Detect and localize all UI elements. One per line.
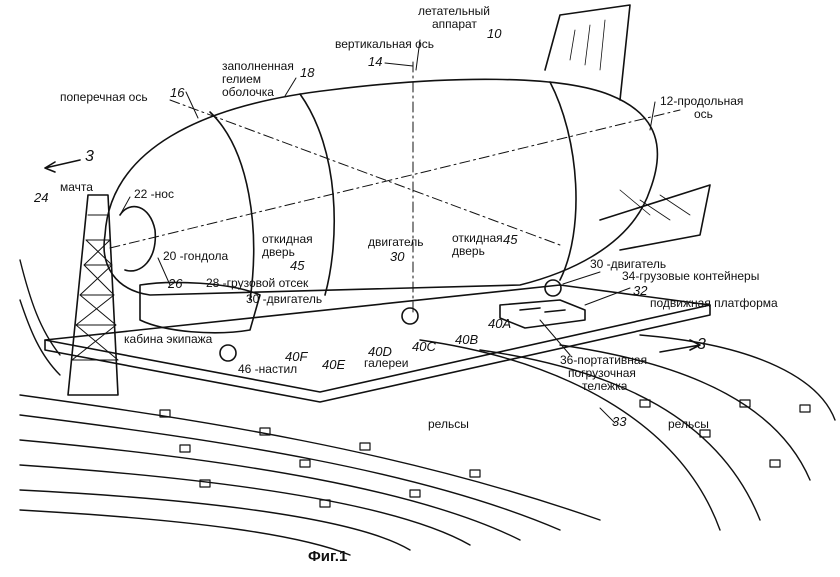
label-n40D: 40D — [368, 344, 392, 359]
section-arrow-1 — [44, 159, 81, 173]
label-engine-mid: двигатель — [368, 235, 424, 249]
envelope-section-line-1 — [209, 111, 255, 301]
label-trolley-line1: 36-портативная — [560, 353, 648, 367]
transverse-axis-line — [169, 99, 561, 246]
label-n40B: 40B — [455, 332, 479, 347]
label-deck: 46 -настил — [238, 362, 298, 376]
label-envelope-line1: заполненная — [222, 59, 294, 73]
envelope-section-line-2 — [299, 93, 335, 296]
label-crew-cabin: кабина экипажа — [124, 332, 213, 346]
label-n45-right: 45 — [503, 232, 518, 247]
envelope-outline — [103, 78, 659, 296]
longitudinal-axis-line — [109, 109, 681, 249]
label-n40C: 40C — [412, 339, 436, 354]
label-galleries: галереи — [364, 356, 409, 370]
engine-left — [219, 344, 237, 362]
label-longitudinal-line2: ось — [694, 107, 713, 121]
tail-fin-lower — [599, 184, 711, 251]
cargo-containers — [499, 299, 586, 329]
label-vertical-axis: вертикальная ось — [335, 37, 435, 51]
label-cargo-containers: 34-грузовые контейнеры — [622, 269, 760, 283]
label-n30-mid: 30 — [390, 249, 405, 264]
label-longitudinal-axis: 12-продольная ось — [660, 95, 743, 121]
label-hinged-door-left: откидная дверь — [262, 233, 313, 259]
label-section-mark-2: 3 — [697, 336, 706, 353]
tail-fin-hatching — [569, 19, 691, 221]
section-arrow-2 — [659, 339, 701, 353]
label-n26: 26 — [168, 276, 183, 291]
label-nose: 22 -нос — [134, 187, 174, 201]
label-trolley-line2: погрузочная — [568, 366, 636, 380]
label-transverse-axis: поперечная ось — [60, 90, 148, 104]
engine-mid — [401, 307, 419, 325]
nose-cone — [119, 205, 157, 272]
label-cargo-bay: 28 -грузовой отсек — [206, 276, 309, 290]
label-n33: 33 — [612, 414, 627, 429]
figure-caption: Фиг.1 — [308, 548, 348, 565]
label-hinged-door-right: откидная дверь — [452, 232, 503, 258]
label-trolley: 36-портативная погрузочная тележка — [560, 354, 647, 393]
label-n10: 10 — [487, 26, 502, 41]
label-hinged-door-right-line2: дверь — [452, 244, 485, 258]
label-n40A: 40A — [488, 316, 512, 331]
mast-truss — [71, 214, 119, 361]
platform-edge — [44, 304, 711, 403]
label-n24: 24 — [34, 190, 49, 205]
label-n16: 16 — [170, 85, 185, 100]
label-engine-left: 30 -двигатель — [246, 292, 323, 306]
label-rails-left: рельсы — [428, 417, 469, 431]
label-hinged-door-left-line2: дверь — [262, 245, 295, 259]
label-n32: 32 — [633, 283, 648, 298]
label-mast: мачта — [60, 180, 93, 194]
leader-lines — [119, 39, 656, 424]
rail-blocks — [159, 399, 811, 508]
rails — [19, 259, 836, 556]
engine-right — [544, 279, 562, 297]
label-aircraft-line2: аппарат — [432, 17, 477, 31]
label-aircraft: летательный аппарат — [418, 5, 490, 31]
label-hinged-door-right-line1: откидная — [452, 231, 503, 245]
label-n40F: 40F — [285, 349, 308, 364]
mast — [67, 194, 119, 396]
label-longitudinal-line1: 12-продольная — [660, 94, 744, 108]
label-gondola: 20 -гондола — [163, 249, 229, 263]
tail-fin-upper — [544, 4, 631, 101]
label-n14: 14 — [368, 54, 383, 69]
label-moving-platform: подвижная платформа — [650, 296, 778, 310]
label-envelope-line3: оболочка — [222, 85, 274, 99]
label-trolley-line3: тележка — [582, 379, 628, 393]
label-envelope-line2: гелием — [222, 72, 262, 86]
label-hinged-door-left-line1: откидная — [262, 232, 313, 246]
label-n45-left: 45 — [290, 258, 305, 273]
envelope-section-line-3 — [549, 81, 577, 281]
label-section-mark-1: 3 — [85, 148, 94, 165]
label-n18: 18 — [300, 65, 315, 80]
label-engine-right: 30 -двигатель — [590, 257, 667, 271]
label-aircraft-line1: летательный — [418, 4, 490, 18]
label-envelope: заполненная гелием оболочка — [222, 60, 294, 99]
label-n40E: 40E — [322, 357, 346, 372]
label-rails-right: рельсы — [668, 417, 709, 431]
gondola — [139, 281, 261, 334]
